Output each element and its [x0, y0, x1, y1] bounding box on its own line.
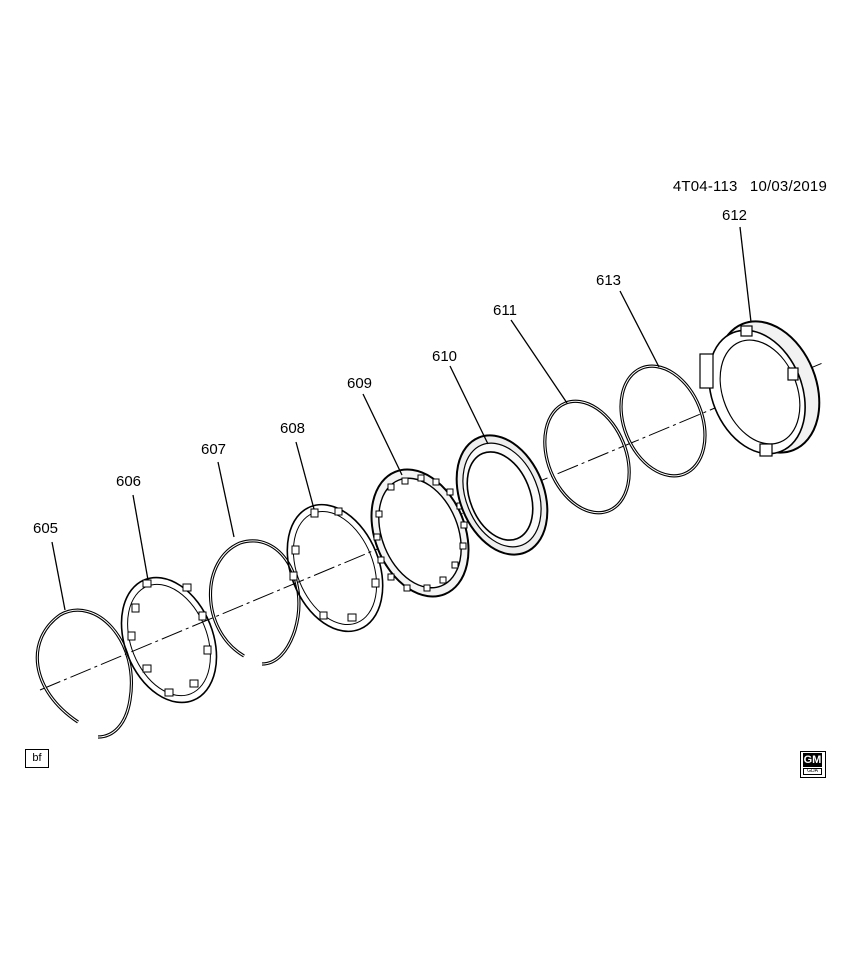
callout-610: 610: [432, 348, 457, 365]
callout-611: 611: [493, 302, 517, 319]
callout-608: 608: [280, 420, 305, 437]
part-612-housing[interactable]: [691, 306, 838, 468]
callout-labels: 605 606 607 608 609 610 611 613 612: [33, 207, 747, 537]
callout-leaders: [51, 226, 752, 611]
callout-606: 606: [116, 473, 141, 490]
part-608-tabbed-ring[interactable]: [269, 490, 400, 645]
bf-badge: bf: [25, 749, 49, 768]
diagram-code: 4T04-113: [672, 178, 738, 195]
callout-607: 607: [201, 441, 226, 458]
gm-logo: GM GDA: [800, 751, 826, 778]
callout-613: 613: [596, 272, 621, 289]
callout-609: 609: [347, 375, 372, 392]
part-609-toothed-plate[interactable]: [354, 455, 487, 611]
callout-612: 612: [722, 207, 747, 224]
part-610-seal-ring[interactable]: [440, 422, 564, 568]
part-605-snap-ring[interactable]: [35, 608, 133, 739]
part-606-tabbed-ring[interactable]: [104, 563, 234, 716]
center-axis: [39, 361, 826, 691]
diagram-header: 4T04-113 10/03/2019: [673, 178, 827, 195]
diagram-date: 10/03/2019: [749, 178, 827, 195]
gm-logo-sub: GDA: [803, 768, 822, 775]
gm-logo-mark: GM: [803, 753, 822, 767]
part-613-o-ring[interactable]: [605, 354, 720, 489]
part-607-snap-ring[interactable]: [208, 539, 301, 666]
callout-605: 605: [33, 520, 58, 537]
part-611-o-ring[interactable]: [529, 389, 645, 526]
